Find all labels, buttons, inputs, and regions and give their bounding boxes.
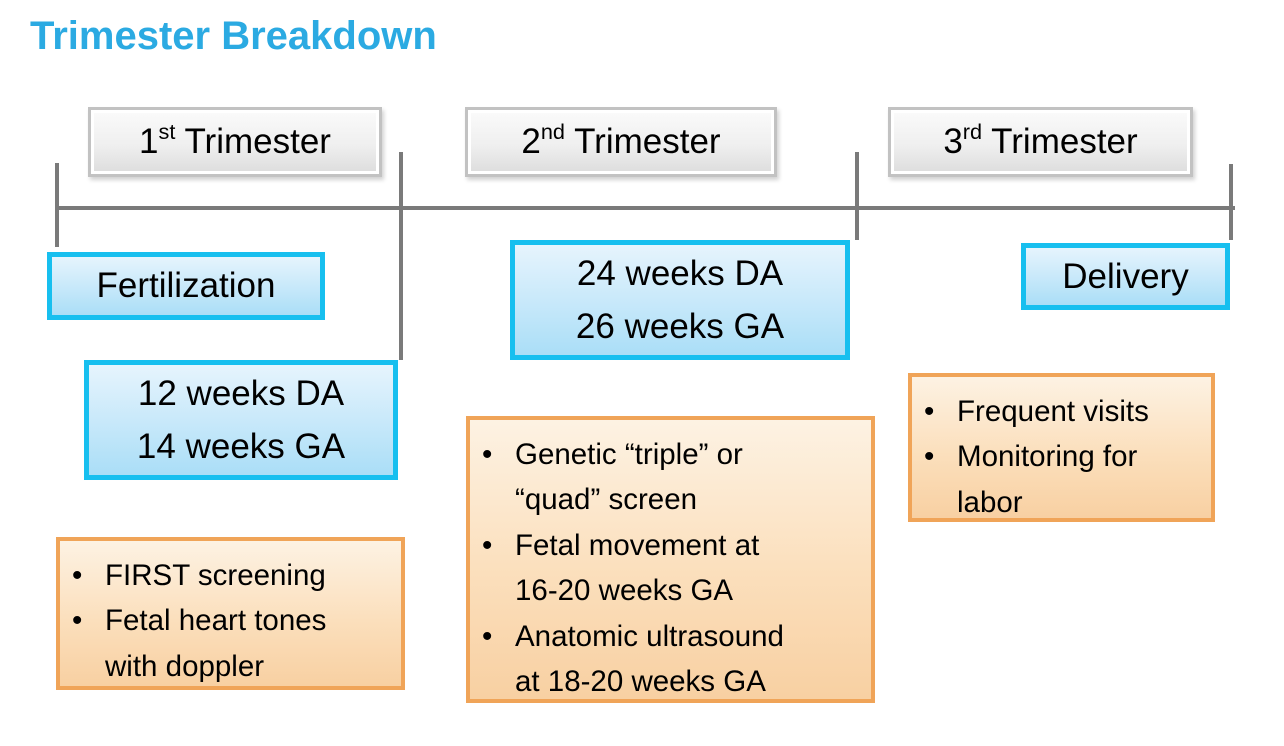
trimester-2-word: Trimester	[565, 122, 721, 161]
bullet-icon: •	[72, 604, 83, 638]
trimester-3-number: 3	[943, 122, 963, 161]
timeline-tick-second-third	[855, 152, 859, 240]
note-text: Monitoring for labor	[957, 440, 1138, 519]
notes-first-trimester-list: • FIRST screening • Fetal heart tones wi…	[72, 553, 391, 689]
bullet-icon: •	[924, 440, 935, 474]
milestone-24-weeks: 24 weeks DA 26 weeks GA	[510, 240, 850, 360]
milestone-24-weeks-line2: 26 weeks GA	[575, 307, 785, 346]
bullet-icon: •	[924, 395, 935, 428]
list-item: • Frequent visits	[924, 389, 1201, 434]
milestone-delivery-text: Delivery	[1062, 256, 1189, 296]
milestone-12-weeks: 12 weeks DA 14 weeks GA	[84, 360, 398, 480]
trimester-1-word: Trimester	[175, 122, 331, 161]
list-item: • Monitoring for labor	[924, 434, 1201, 525]
notes-third-trimester-list: • Frequent visits • Monitoring for labor	[924, 389, 1201, 525]
page-title: Trimester Breakdown	[30, 14, 437, 58]
bullet-icon: •	[482, 528, 493, 562]
notes-second-trimester-list: • Genetic “triple” or “quad” screen • Fe…	[482, 432, 861, 705]
bullet-icon: •	[482, 438, 493, 471]
notes-second-trimester: • Genetic “triple” or “quad” screen • Fe…	[466, 416, 875, 703]
note-text: Frequent visits	[957, 395, 1149, 428]
milestone-delivery: Delivery	[1021, 243, 1230, 310]
trimester-2-number: 2	[521, 122, 541, 161]
note-text: Genetic “triple” or “quad” screen	[515, 438, 743, 517]
note-text: Anatomic ultrasound at 18-20 weeks GA	[515, 619, 784, 699]
list-item: • Fetal heart tones with doppler	[72, 598, 391, 689]
note-text: Fetal heart tones with doppler	[105, 604, 327, 683]
list-item: • Anatomic ultrasound at 18-20 weeks GA	[482, 614, 861, 705]
bullet-icon: •	[72, 559, 83, 592]
milestone-12-weeks-line1: 12 weeks DA	[137, 373, 345, 413]
milestone-fertilization: Fertilization	[47, 252, 325, 320]
note-text: Fetal movement at 16-20 weeks GA	[515, 528, 760, 608]
timeline-tick-start	[55, 163, 59, 247]
list-item: • Fetal movement at 16-20 weeks GA	[482, 523, 861, 614]
notes-first-trimester: • FIRST screening • Fetal heart tones wi…	[56, 537, 405, 690]
list-item: • Genetic “triple” or “quad” screen	[482, 432, 861, 523]
timeline-tick-first-second	[399, 152, 403, 360]
milestone-12-weeks-line2: 14 weeks GA	[136, 427, 346, 466]
timeline-tick-end	[1229, 164, 1233, 240]
bullet-icon: •	[482, 619, 493, 653]
trimester-1-number: 1	[139, 122, 159, 161]
timeline-axis	[55, 206, 1235, 210]
milestone-24-weeks-line1: 24 weeks DA	[576, 253, 784, 293]
list-item: • FIRST screening	[72, 553, 391, 598]
milestone-fertilization-text: Fertilization	[96, 266, 276, 306]
notes-third-trimester: • Frequent visits • Monitoring for labor	[908, 373, 1215, 522]
trimester-3-word: Trimester	[982, 122, 1138, 161]
note-text: FIRST screening	[105, 559, 326, 592]
